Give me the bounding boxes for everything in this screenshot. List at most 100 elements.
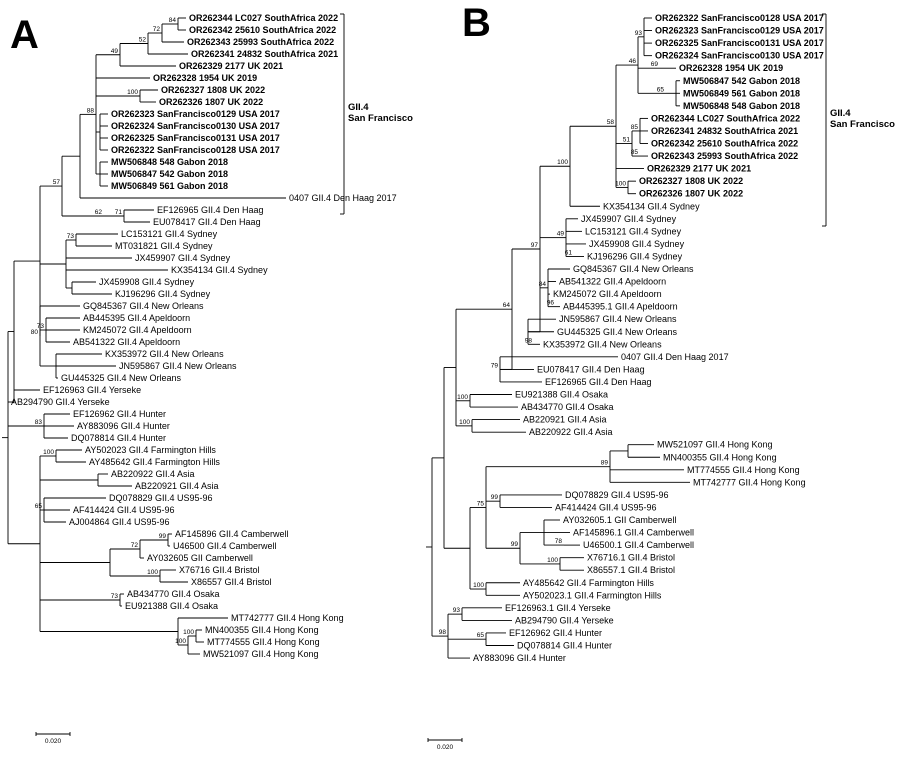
bootstrap-value: 100	[457, 394, 468, 401]
bootstrap-value: 100	[43, 449, 54, 456]
tree-leaf-label: MW506849 561 Gabon 2018	[683, 88, 800, 98]
tree-leaf-label: GU445325 GII.4 New Orleans	[61, 373, 182, 383]
bootstrap-value: 89	[601, 460, 609, 467]
tree-leaf-label: KX354134 GII.4 Sydney	[603, 201, 700, 211]
tree-leaf-label: OR262342 25610 SouthAfrica 2022	[651, 139, 798, 149]
tree-leaf-label: MW506848 548 Gabon 2018	[111, 157, 228, 167]
tree-leaf-label: DQ078829 GII.4 US95-96	[565, 490, 669, 500]
bootstrap-value: 73	[67, 233, 75, 240]
tree-leaf-label: LC153121 GII.4 Sydney	[585, 226, 682, 236]
tree-leaf-label: AY502023.1 GII.4 Farmington Hills	[523, 590, 662, 600]
tree-leaf-label: OR262341 24832 SouthAfrica 2021	[191, 49, 338, 59]
tree-leaf-label: MW506848 548 Gabon 2018	[683, 101, 800, 111]
tree-leaf-label: X76716 GII.4 Bristol	[179, 565, 260, 575]
bootstrap-value: 100	[615, 180, 626, 187]
tree-leaf-label: JN595867 GII.4 New Orleans	[119, 361, 237, 371]
tree-leaf-label: EF126962 GII.4 Hunter	[509, 628, 602, 638]
tree-leaf-label: AB445395.1 GII.4 Apeldoorn	[563, 302, 678, 312]
bootstrap-value: 61	[565, 249, 573, 256]
tree-leaf-label: JX459907 GII.4 Sydney	[135, 253, 231, 263]
tree-leaf-label: OR262326 1807 UK 2022	[159, 97, 263, 107]
bootstrap-value: 99	[159, 533, 167, 540]
tree-leaf-label: OR262326 1807 UK 2022	[639, 189, 743, 199]
tree-leaf-label: MW506847 542 Gabon 2018	[683, 76, 800, 86]
bootstrap-value: 97	[531, 242, 539, 249]
bootstrap-value: 49	[557, 231, 565, 238]
tree-leaf-label: GQ845367 GII.4 New Orleans	[573, 264, 694, 274]
bootstrap-value: 96	[547, 300, 555, 307]
tree-leaf-label: AB294790 GII.4 Yerseke	[515, 615, 614, 625]
bootstrap-value: 84	[169, 17, 177, 24]
bootstrap-value: 88	[87, 107, 95, 114]
tree-leaf-label: MW506849 561 Gabon 2018	[111, 181, 228, 191]
tree-leaf-label: AF414424 GII.4 US95-96	[73, 505, 175, 515]
tree-leaf-label: OR262328 1954 UK 2019	[679, 63, 783, 73]
bootstrap-value: 65	[657, 86, 665, 93]
tree-leaf-label: EF126965 GII.4 Den Haag	[545, 377, 652, 387]
bootstrap-value: 100	[459, 419, 470, 426]
tree-leaf-label: OR262344 LC027 SouthAfrica 2022	[651, 113, 800, 123]
tree-leaf-label: AB220921 GII.4 Asia	[135, 481, 219, 491]
tree-leaf-label: 0407 GII.4 Den Haag 2017	[621, 352, 729, 362]
tree-leaf-label: AB434770 GII.4 Osaka	[127, 589, 220, 599]
tree-leaf-label: U46500.1 GII.4 Camberwell	[583, 540, 694, 550]
tree-leaf-label: JX459907 GII.4 Sydney	[581, 214, 677, 224]
tree-leaf-label: GQ845367 GII.4 New Orleans	[83, 301, 204, 311]
bootstrap-value: 46	[629, 58, 637, 65]
tree-leaf-label: JN595867 GII.4 New Orleans	[559, 314, 677, 324]
tree-leaf-label: AY883096 GII.4 Hunter	[77, 421, 170, 431]
tree-leaf-label: AB445395 GII.4 Apeldoorn	[83, 313, 190, 323]
bootstrap-value: 65	[477, 632, 485, 639]
tree-leaf-label: KX353972 GII.4 New Orleans	[105, 349, 224, 359]
tree-leaf-label: EF126965 GII.4 Den Haag	[157, 205, 264, 215]
tree-leaf-label: EU921388 GII.4 Osaka	[515, 390, 608, 400]
clade-label: GII.4	[830, 108, 851, 119]
tree-leaf-label: OR262323 SanFrancisco0129 USA 2017	[655, 26, 824, 36]
tree-leaf-label: AY032605.1 GII Camberwell	[563, 515, 676, 525]
tree-leaf-label: AB541322 GII.4 Apeldoorn	[559, 277, 666, 287]
bootstrap-value: 100	[547, 557, 558, 564]
tree-leaf-label: AF145896 GII.4 Camberwell	[175, 529, 289, 539]
tree-leaf-label: AF414424 GII.4 US95-96	[555, 502, 657, 512]
bootstrap-value: 49	[111, 48, 119, 55]
tree-leaf-label: OR262324 SanFrancisco0130 USA 2017	[111, 121, 280, 131]
bootstrap-value: 69	[651, 61, 659, 68]
tree-leaf-label: DQ078814 GII.4 Hunter	[71, 433, 166, 443]
tree-leaf-label: MT742777 GII.4 Hong Kong	[693, 477, 806, 487]
tree-leaf-label: AB434770 GII.4 Osaka	[521, 402, 614, 412]
bootstrap-value: 83	[35, 419, 43, 426]
bootstrap-value: 62	[95, 209, 103, 216]
clade-label: GII.4	[348, 102, 369, 113]
tree-leaf-label: X86557.1 GII.4 Bristol	[587, 565, 675, 575]
tree-leaf-label: EF126962 GII.4 Hunter	[73, 409, 166, 419]
tree-leaf-label: KM245072 GII.4 Apeldoorn	[553, 289, 662, 299]
bootstrap-value: 73	[37, 323, 45, 330]
bootstrap-value: 52	[139, 37, 147, 44]
bootstrap-value: 93	[635, 30, 643, 37]
tree-leaf-label: AY032605 GII Camberwell	[147, 553, 253, 563]
tree-leaf-label: X86557 GII.4 Bristol	[191, 577, 272, 587]
bootstrap-value: 98	[439, 629, 447, 636]
tree-leaf-label: OR262322 SanFrancisco0128 USA 2017	[111, 145, 280, 155]
tree-leaf-label: EU921388 GII.4 Osaka	[125, 601, 218, 611]
tree-leaf-label: AY883096 GII.4 Hunter	[473, 653, 566, 663]
tree-leaf-label: MW506847 542 Gabon 2018	[111, 169, 228, 179]
tree-leaf-label: LC153121 GII.4 Sydney	[121, 229, 218, 239]
tree-leaf-label: AB220922 GII.4 Asia	[111, 469, 195, 479]
bootstrap-value: 71	[115, 209, 123, 216]
tree-leaf-label: MT031821 GII.4 Sydney	[115, 241, 213, 251]
bootstrap-value: 100	[473, 582, 484, 589]
tree-leaf-label: KJ196296 GII.4 Sydney	[587, 251, 683, 261]
tree-leaf-label: GU445325 GII.4 New Orleans	[557, 327, 678, 337]
tree-leaf-label: AB220922 GII.4 Asia	[529, 427, 613, 437]
bootstrap-value: 85	[631, 149, 639, 156]
bootstrap-value: 51	[623, 137, 631, 144]
tree-leaf-label: OR262322 SanFrancisco0128 USA 2017	[655, 13, 824, 23]
bootstrap-value: 85	[631, 124, 639, 131]
tree-leaf-label: OR262327 1808 UK 2022	[161, 85, 265, 95]
tree-leaf-label: OR262328 1954 UK 2019	[153, 73, 257, 83]
bootstrap-value: 84	[539, 281, 547, 288]
tree-leaf-label: KX354134 GII.4 Sydney	[171, 265, 268, 275]
tree-leaf-label: AY485642 GII.4 Farmington Hills	[89, 457, 220, 467]
